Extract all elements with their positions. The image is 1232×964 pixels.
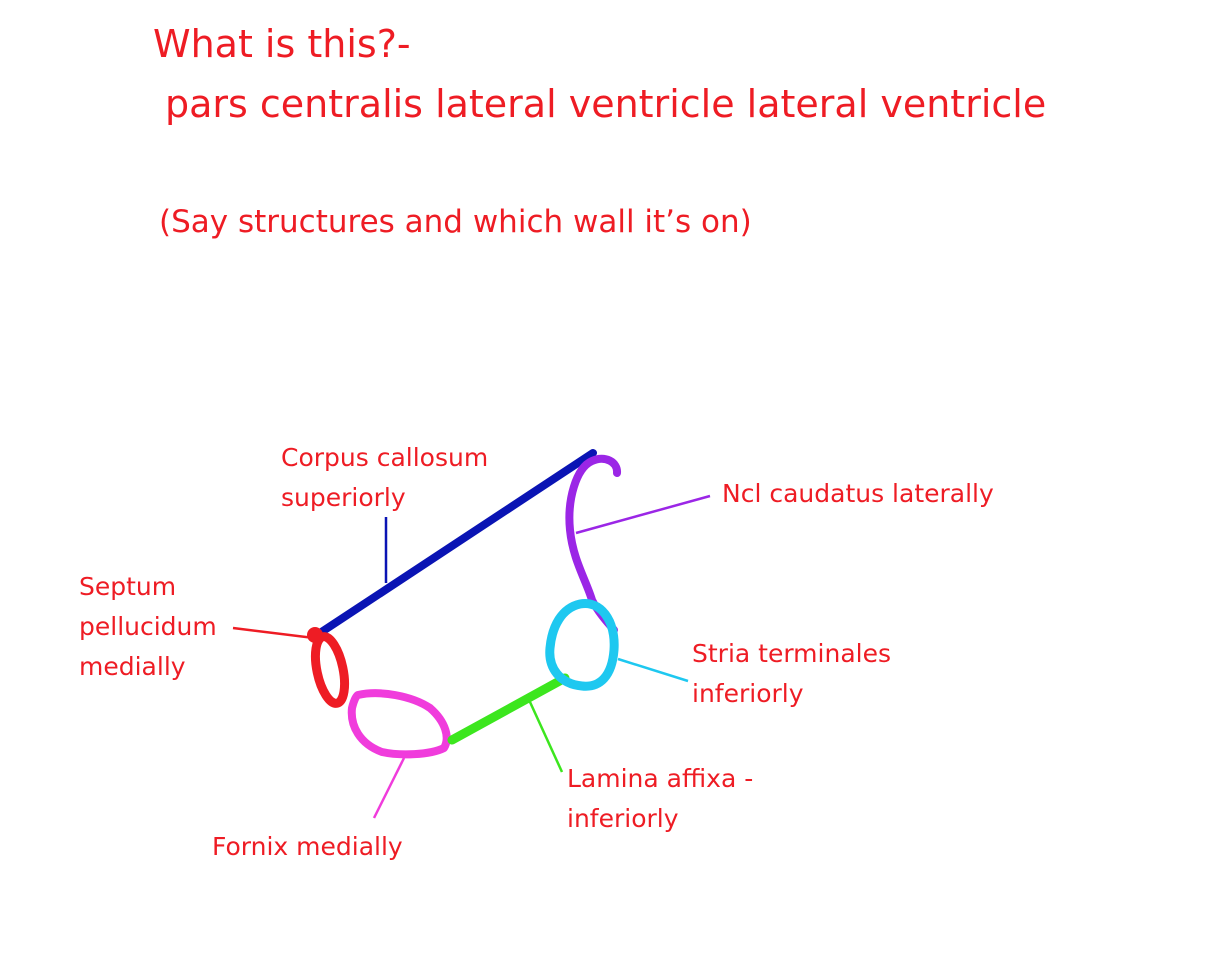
lamina-affixa-line: [447, 673, 570, 745]
question-heading: What is this?-: [153, 22, 411, 66]
septum-leader: [232, 626, 315, 640]
ncl-caudatus-leader: [575, 494, 711, 535]
lamina-leader: [528, 701, 564, 773]
corpus-callosum-line: [316, 449, 597, 637]
stria-leader: [617, 657, 689, 683]
lamina-label: Lamina affixa - inferiorly: [567, 764, 754, 833]
stria-terminalis-loop: [545, 599, 619, 691]
septum-label: Septum pellucidum medially: [79, 572, 217, 681]
answer-heading: pars centralis lateral ventricle lateral…: [165, 82, 1047, 126]
fornix-label: Fornix medially: [212, 832, 403, 861]
fornix-loop: [347, 689, 451, 759]
stria-label: Stria terminales inferiorly: [692, 639, 891, 708]
septum-loop: [310, 632, 350, 708]
corpus-callosum-label: Corpus callosum superiorly: [281, 443, 489, 512]
fornix-leader: [372, 757, 406, 819]
instruction-text: (Say structures and which wall it’s on): [159, 204, 752, 240]
ncl-caudatus-label: Ncl caudatus laterally: [722, 479, 994, 508]
